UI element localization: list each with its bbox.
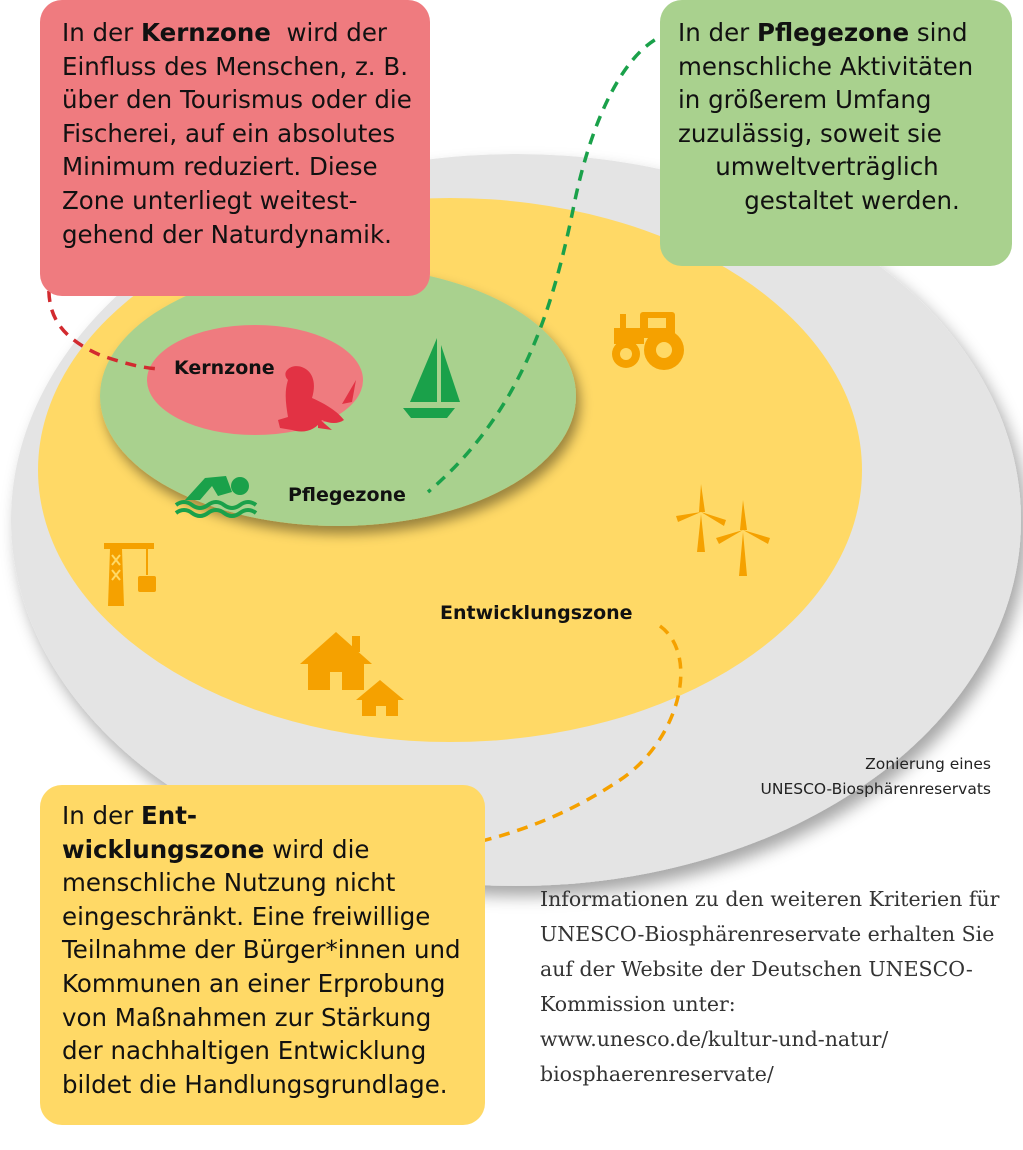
- info-link-line-1[interactable]: www.unesco.de/kultur-und-natur/: [540, 1027, 889, 1051]
- info-line-2: UNESCO-Biosphärenreservate erhalten Sie: [540, 922, 995, 946]
- kernzone-label: Kernzone: [174, 357, 275, 379]
- info-line-4: Kommission unter:: [540, 992, 736, 1016]
- kernzone-info-box: In der Kernzone wird der Einfluss des Me…: [40, 0, 430, 296]
- kern-line-4: Fischerei, auf ein absolutes: [62, 118, 396, 148]
- house-icon: [300, 632, 404, 716]
- pflege-connector: [426, 30, 673, 494]
- kern-line-1: In der Kernzone wird der: [62, 18, 387, 47]
- pflege-line-2: menschliche Aktivitäten: [678, 51, 974, 81]
- entw-line-8: der nachhaltigen Entwicklung: [62, 1036, 427, 1066]
- entw-connector: [429, 624, 683, 854]
- wind-turbine-icon: [676, 484, 770, 576]
- pflegezone-label: Pflegezone: [288, 484, 406, 506]
- entw-line-9: bildet die Handlungsgrundlage.: [62, 1069, 448, 1099]
- sailboat-icon: [403, 338, 460, 418]
- entw-line-2: wicklungszone wird die: [62, 834, 370, 864]
- info-paragraph: Informationen zu den weiteren Kriterien …: [540, 882, 1020, 1092]
- tractor-icon: [612, 312, 684, 370]
- pflege-line-1: In der Pflegezone sind: [678, 18, 968, 47]
- caption-line-1: Zonierung eines: [865, 755, 991, 773]
- seal-icon: [278, 366, 356, 432]
- crane-icon: [104, 543, 156, 606]
- caption-line-2: UNESCO-Biosphärenreservats: [760, 780, 992, 798]
- entw-line-4: eingeschränkt. Eine freiwillige: [62, 901, 431, 931]
- kern-line-5: Minimum reduziert. Diese: [62, 152, 378, 182]
- kern-line-6: Zone unterliegt weitest-: [62, 185, 358, 215]
- kern-line-3: über den Tourismus oder die: [62, 85, 412, 115]
- pflege-line-6: gestaltet werden.: [744, 185, 960, 215]
- kern-line-2: Einfluss des Menschen, z. B.: [62, 51, 408, 81]
- entw-line-6: Kommunen an einer Erprobung: [62, 968, 446, 998]
- entw-line-1: In der Ent-: [62, 801, 198, 830]
- info-link-line-2[interactable]: biosphaerenreservate/: [540, 1062, 774, 1086]
- pflegezone-info-box: In der Pflegezone sind menschliche Aktiv…: [660, 0, 1012, 266]
- kern-line-7: gehend der Naturdynamik.: [62, 219, 392, 249]
- entw-line-7: von Maßnahmen zur Stärkung: [62, 1002, 432, 1032]
- entwicklungszone-label: Entwicklungszone: [440, 602, 633, 624]
- entwicklungszone-info-box: In der Ent- wicklungszone wird die mensc…: [40, 785, 485, 1125]
- entw-line-5: Teilnahme der Bürger*innen und: [62, 935, 461, 965]
- entw-line-3: menschliche Nutzung nicht: [62, 868, 396, 898]
- pflege-line-3: in größerem Umfang: [678, 85, 932, 115]
- swimmer-icon: [174, 476, 258, 518]
- diagram-caption: Zonierung eines UNESCO-Biosphärenreserva…: [761, 752, 992, 802]
- kern-connector: [47, 271, 161, 371]
- info-line-1: Informationen zu den weiteren Kriterien …: [540, 887, 1000, 911]
- info-line-3: auf der Website der Deutschen UNESCO-: [540, 957, 973, 981]
- pflege-line-5: umweltverträglich: [715, 152, 939, 182]
- pflege-line-4: zuzulässig, soweit sie: [678, 118, 942, 148]
